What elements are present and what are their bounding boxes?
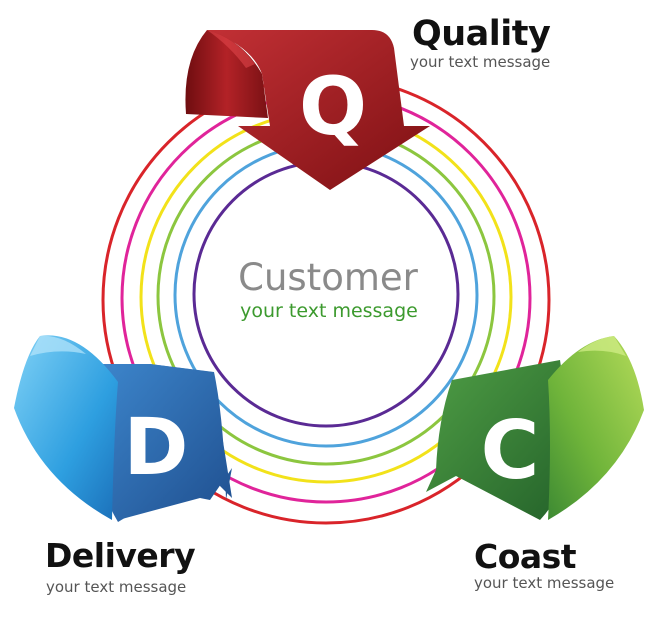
coast-subtitle: your text message xyxy=(474,574,615,592)
quality-letter: Q xyxy=(299,60,367,153)
coast-letter: C xyxy=(481,404,540,497)
delivery-letter: D xyxy=(124,403,189,493)
quality-title: Quality xyxy=(412,14,551,54)
coast-arrow: C xyxy=(426,336,644,520)
customer-title-text: Customer xyxy=(238,256,418,299)
customer-subtitle: your text message xyxy=(240,300,418,322)
quality-subtitle: your text message xyxy=(410,53,551,71)
quality-arrow: Q xyxy=(185,30,430,190)
customer-title: Customer xyxy=(0,256,658,299)
coast-title: Coast xyxy=(474,537,577,576)
delivery-arrow: D xyxy=(14,335,232,522)
delivery-title: Delivery xyxy=(45,536,196,575)
delivery-subtitle: your text message xyxy=(46,578,187,596)
